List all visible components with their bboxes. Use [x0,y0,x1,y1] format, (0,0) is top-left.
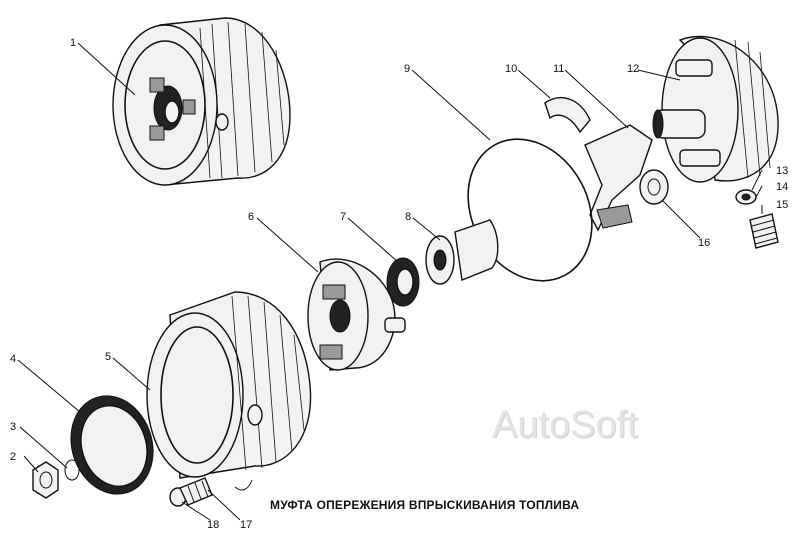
part-2-3-screw-washer [32,459,80,499]
part-4-seal [70,395,154,495]
part-12-drive-half [652,35,779,183]
callout-18: 18 [207,519,219,531]
part-1-assembled-coupling [112,17,291,186]
callout-16: 16 [698,237,710,249]
part-7-seal-ring [386,257,420,307]
diagram-caption: МУФТА ОПЕРЕЖЕНИЯ ВПРЫСКИВАНИЯ ТОПЛИВА [270,498,580,512]
part-8-hub [425,219,499,285]
callout-6: 6 [248,211,254,223]
leader-lines [17,42,763,521]
callout-8: 8 [405,211,411,223]
callout-12: 12 [627,63,639,75]
callout-1: 1 [70,37,76,49]
callout-5: 5 [105,351,111,363]
callout-9: 9 [404,63,410,75]
callout-14: 14 [776,181,788,193]
part-17-18-spring-plunger [169,477,253,507]
callout-4: 4 [10,353,16,365]
watermark: AutoSoft [492,404,638,446]
part-16-washer [639,169,669,205]
callout-10: 10 [505,63,517,75]
part-5-housing [146,291,312,479]
callout-17: 17 [240,519,252,531]
callout-13: 13 [776,165,788,177]
callout-2: 2 [10,451,16,463]
part-10-spring-seat [544,97,591,134]
callout-7: 7 [340,211,346,223]
callout-numbers: 1 2 3 4 5 6 7 8 9 10 11 12 13 14 15 16 1… [10,37,788,531]
part-13-14-15-small-parts [735,189,779,249]
callout-15: 15 [776,199,788,211]
part-6-driven-half [307,258,406,371]
callout-3: 3 [10,421,16,433]
callout-11: 11 [553,63,564,75]
part-11-flyweight [584,124,653,232]
